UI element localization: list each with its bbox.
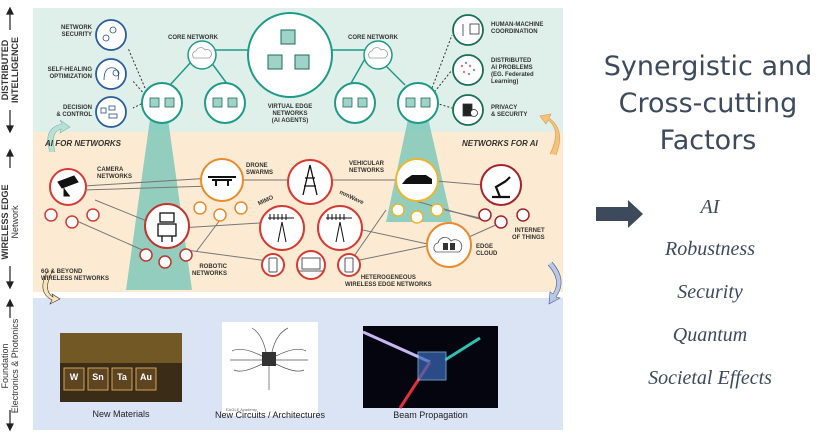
factor-arrow-icon [596, 200, 643, 228]
factors-title: Synergistic and Cross-cutting Factors [603, 51, 813, 156]
iot-subnodes [478, 208, 530, 229]
edge-links [69, 177, 508, 263]
networks-for-ai-label: NETWORKS FOR AI [462, 139, 538, 148]
eagle-credit: EAGLE Academy [226, 407, 257, 412]
tile-sn: Sn [92, 372, 104, 382]
networks-for-ai-arrow [539, 113, 561, 156]
mmwave-antenna-icon [317, 205, 363, 251]
tile-au: Au [140, 372, 152, 382]
phone-device-1-icon [261, 253, 285, 277]
network-security-icon [95, 19, 127, 51]
human-machine-icon [452, 14, 484, 46]
new-circuits-caption: New Circuits / Architectures [214, 410, 326, 420]
camera-subnodes [44, 208, 100, 229]
laptop-device-icon [296, 250, 326, 280]
beam-propagation-image [362, 326, 498, 409]
privacy-security-label: PRIVACY& SECURITY [491, 105, 528, 118]
layer-separator [33, 292, 563, 298]
factor-ai: AI [700, 196, 720, 218]
cell-tower-icon [287, 159, 333, 205]
factor-quantum: Quantum [672, 324, 748, 346]
decision-control-icon [95, 96, 127, 128]
decision-control-label: DECISION& CONTROL [56, 105, 92, 118]
foundation-up-arrow [547, 261, 562, 305]
mimo-antenna-icon [259, 205, 305, 251]
robot-icon [144, 203, 190, 249]
circuit-brain-image [222, 322, 318, 416]
sixg-arrow [42, 269, 61, 305]
camera-networks-icon [49, 168, 87, 206]
edge-node-left-2 [204, 82, 246, 124]
core-network-left-label: CORE NETWORK [168, 35, 218, 41]
distributed-ai-brain-icon [452, 54, 484, 86]
beam-propagation-caption: Beam Propagation [393, 410, 468, 420]
new-materials-caption: New Materials [92, 409, 150, 419]
ai-agent-chips-icon [267, 29, 310, 70]
edge-node-right-2 [397, 82, 439, 124]
edge-chips-icon [149, 97, 431, 108]
factor-security: Security [677, 281, 743, 303]
layer-axis-arrows [6, 6, 14, 432]
edge-node-right-1 [334, 82, 376, 124]
factor-robustness: Robustness [665, 238, 755, 260]
tile-ta: Ta [117, 372, 127, 382]
factor-societal-effects: Societal Effects [648, 367, 772, 389]
core-network-cloud-right-icon [363, 40, 393, 70]
ai-for-networks-arrow [47, 119, 71, 153]
ai-for-networks-label: AI FOR NETWORKS [45, 139, 121, 148]
tile-w: W [69, 372, 79, 382]
self-healing-icon [95, 58, 127, 90]
drone-subnodes [193, 201, 248, 222]
new-materials-image [60, 333, 182, 402]
core-network-right-label: CORE NETWORK [348, 35, 398, 41]
brain-dots-icon [460, 61, 476, 76]
virtual-edge-circle [247, 12, 333, 98]
phone-device-2-icon [337, 253, 361, 277]
edge-node-left-1 [141, 82, 183, 124]
vehicle-subnodes [391, 203, 444, 224]
core-network-cloud-left-icon [187, 40, 217, 70]
robot-subnodes [139, 248, 193, 269]
